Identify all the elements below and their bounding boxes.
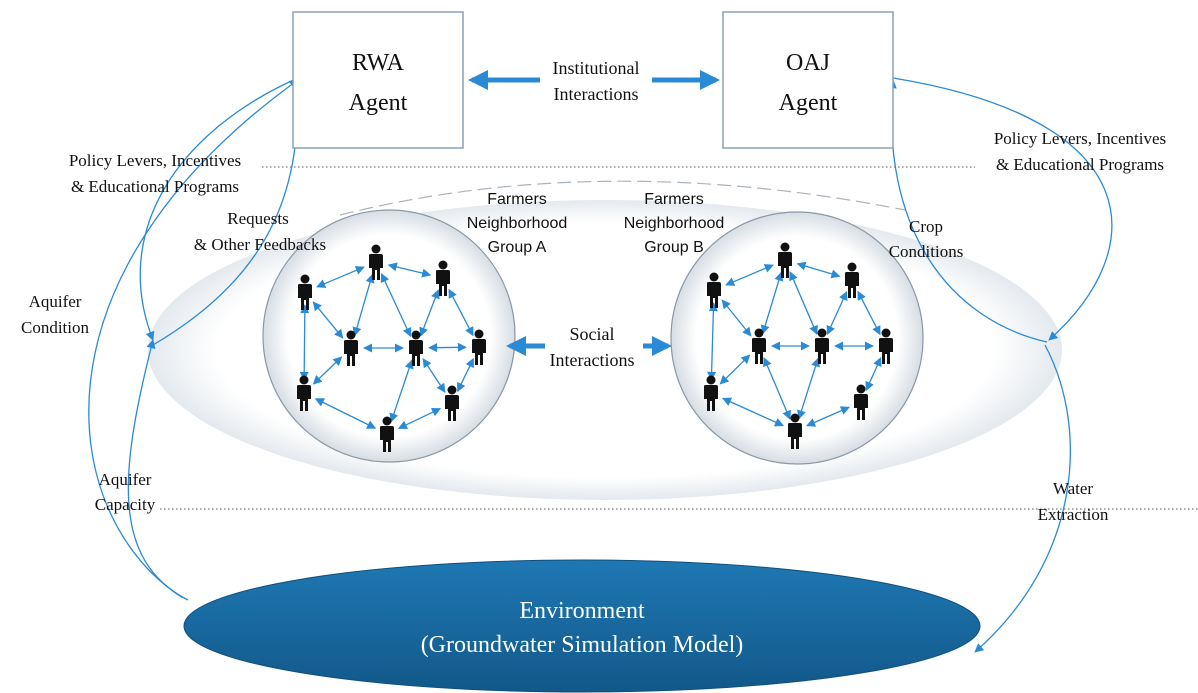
policy-left-arrow (139, 77, 299, 341)
social-link (857, 290, 881, 336)
institutional-line2: Interactions (554, 84, 639, 104)
social-link (707, 302, 718, 381)
group-b-line2: Neighborhood (624, 215, 725, 232)
group-b-line1: Farmers (644, 191, 704, 208)
social-link (448, 288, 474, 337)
policy-right-line2: & Educational Programs (996, 155, 1164, 174)
group-a-line1: Farmers (487, 191, 547, 208)
aquifer-capacity-arrow (127, 339, 189, 601)
social-link (419, 289, 440, 337)
social-link (299, 304, 310, 381)
social-link (457, 357, 474, 393)
aquifer-capacity-line2: Capacity (95, 495, 156, 514)
social-link (826, 291, 848, 335)
social-link (763, 357, 791, 420)
environment-line2: (Groundwater Simulation Model) (421, 632, 744, 658)
requests-line2: & Other Feedbacks (194, 235, 326, 254)
policy-right-line1: Policy Levers, Incentives (994, 129, 1166, 148)
requests-line1: Requests (227, 209, 288, 228)
social-link (428, 342, 467, 353)
rwa-label-line2: Agent (349, 90, 408, 116)
policy-left-line2: & Educational Programs (71, 177, 239, 196)
social-link (722, 397, 784, 427)
social-link (316, 266, 365, 288)
crop-line2: Conditions (889, 242, 964, 261)
social-link (719, 354, 751, 385)
oaj-label-line1: OAJ (786, 50, 830, 76)
group-a-line2: Neighborhood (467, 215, 568, 232)
social-link (312, 301, 344, 339)
aquifer-condition-line1: Aquifer (29, 292, 82, 311)
rwa-agent-box[interactable]: RWA Agent (292, 11, 464, 149)
social-link (314, 398, 377, 429)
aquifer-condition-line2: Condition (21, 318, 90, 337)
policy-right-arrow (892, 77, 1113, 341)
social-line2: Interactions (550, 350, 635, 370)
social-link (725, 264, 774, 286)
group-b-line3: Group B (644, 239, 704, 256)
social-link (760, 271, 784, 335)
crop-line1: Crop (909, 217, 943, 236)
oaj-label-line2: Agent (779, 90, 838, 116)
social-link (789, 271, 818, 335)
institutional-line1: Institutional (553, 58, 640, 78)
social-link (312, 356, 343, 385)
rwa-label-line1: RWA (352, 50, 405, 76)
oaj-agent-box[interactable]: OAJ Agent (722, 11, 894, 149)
social-link (352, 273, 375, 337)
social-link (721, 299, 752, 337)
aquifer-condition-arrow (88, 79, 299, 599)
social-link (387, 262, 432, 278)
social-link (397, 408, 442, 429)
group-a-network (297, 244, 486, 452)
social-link (796, 261, 841, 279)
ellipse-dashed-top (339, 180, 906, 216)
water-extraction-line1: Water (1053, 479, 1093, 498)
social-line1: Social (570, 324, 615, 344)
water-extraction-arrow (974, 344, 1071, 653)
aquifer-capacity-line1: Aquifer (99, 470, 152, 489)
social-link (806, 406, 850, 427)
policy-left-line1: Policy Levers, Incentives (69, 151, 241, 170)
group-a-line3: Group A (488, 239, 547, 256)
environment-node[interactable]: Environment (Groundwater Simulation Mode… (183, 559, 981, 693)
environment-line1: Environment (519, 598, 645, 624)
dotted-guides (160, 166, 1198, 510)
social-link (422, 358, 446, 393)
social-link (380, 272, 412, 338)
social-link (389, 359, 414, 423)
social-link (865, 357, 882, 391)
feedback-arrows (88, 77, 1113, 653)
water-extraction-line2: Extraction (1038, 505, 1109, 524)
group-b-network (704, 242, 893, 449)
social-link (797, 357, 820, 420)
